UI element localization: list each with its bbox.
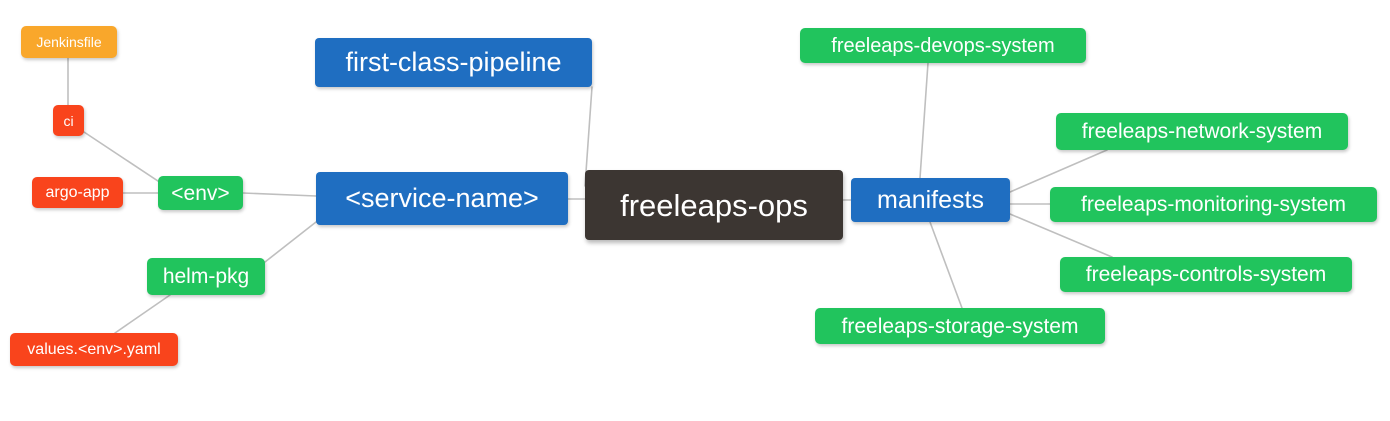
mindmap-node-helm-pkg[interactable]: helm-pkg: [147, 258, 265, 295]
edge-service-name-to-env: [242, 192, 317, 197]
mindmap-node-first-class-pipeline[interactable]: first-class-pipeline: [315, 38, 592, 87]
mindmap-node-service-name[interactable]: <service-name>: [316, 172, 568, 225]
mindmap-node-argo-app[interactable]: argo-app: [32, 177, 123, 208]
mindmap-node-manifests[interactable]: manifests: [851, 178, 1010, 222]
mindmap-node-root[interactable]: freeleaps-ops: [585, 170, 843, 240]
mindmap-node-freeleaps-devops-system[interactable]: freeleaps-devops-system: [800, 28, 1086, 63]
mindmap-node-freeleaps-monitoring-system[interactable]: freeleaps-monitoring-system: [1050, 187, 1377, 222]
mindmap-node-freeleaps-network-system[interactable]: freeleaps-network-system: [1056, 113, 1348, 150]
mindmap-node-freeleaps-storage-system[interactable]: freeleaps-storage-system: [815, 308, 1105, 344]
edge-manifests-to-freeleaps-devops-system: [919, 62, 929, 179]
mindmap-node-values-yaml[interactable]: values.<env>.yaml: [10, 333, 178, 366]
mindmap-node-jenkinsfile[interactable]: Jenkinsfile: [21, 26, 117, 58]
edge-manifests-to-freeleaps-network-system: [1009, 149, 1108, 193]
mindmap-node-env[interactable]: <env>: [158, 176, 243, 210]
mindmap-node-freeleaps-controls-system[interactable]: freeleaps-controls-system: [1060, 257, 1352, 292]
edge-helm-pkg-to-values-yaml: [114, 294, 171, 334]
edge-manifests-to-freeleaps-storage-system: [929, 221, 963, 309]
mindmap-node-ci[interactable]: ci: [53, 105, 84, 136]
edge-service-name-to-helm-pkg: [264, 221, 317, 263]
